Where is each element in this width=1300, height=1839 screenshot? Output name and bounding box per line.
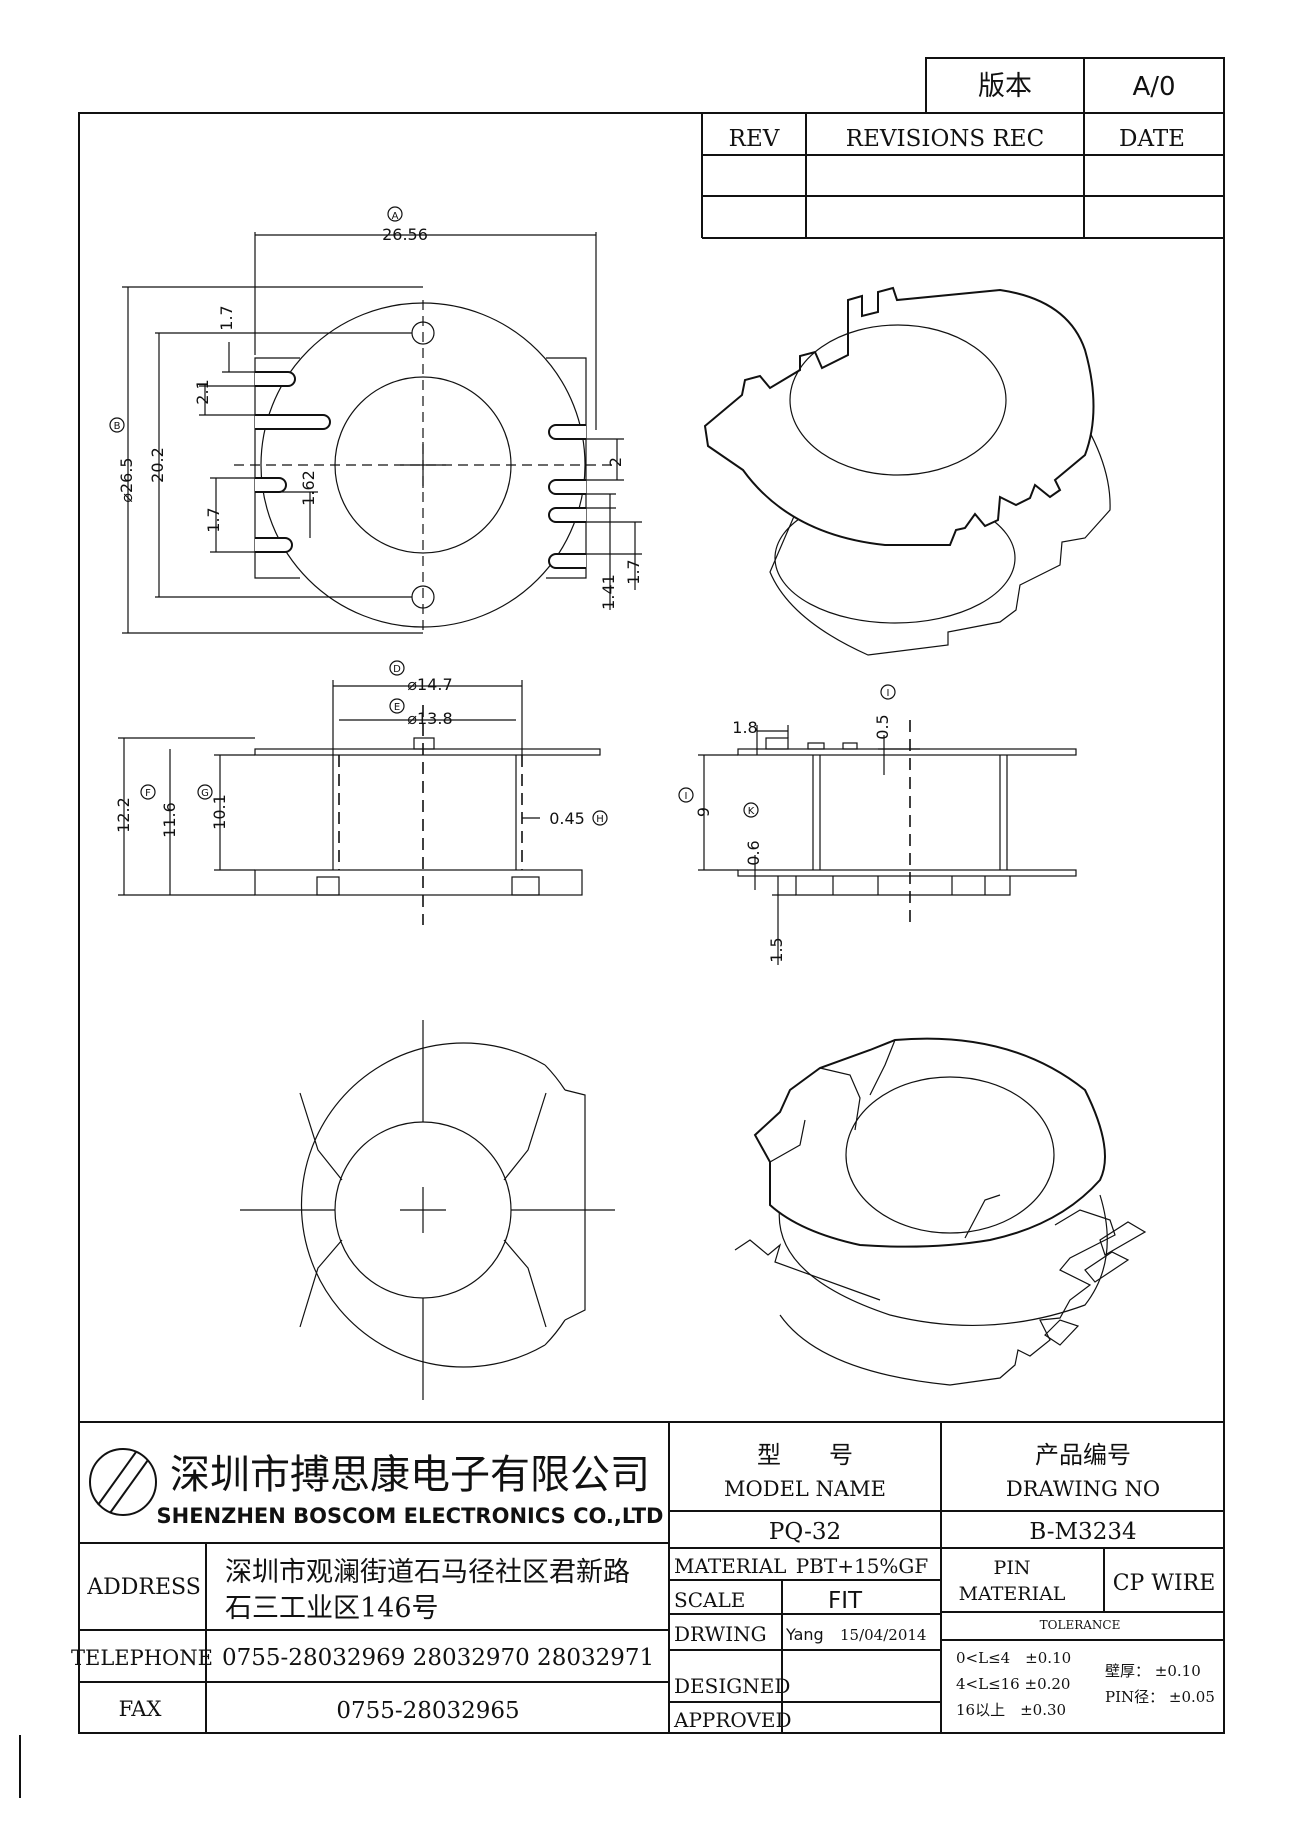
model-label-cn: 型 号 bbox=[757, 1441, 853, 1469]
dim-flange-06: 0.6 bbox=[744, 840, 763, 865]
isometric-view-bottom bbox=[734, 1037, 1147, 1386]
address-line-2: 石三工业区146号 bbox=[225, 1593, 439, 1624]
dim-gap-9: 9 bbox=[694, 807, 713, 817]
dim-slot-3: 1.62 bbox=[299, 470, 318, 506]
scale-label: SCALE bbox=[674, 1588, 745, 1612]
tolerance-pin: PIN径： ±0.05 bbox=[1105, 1688, 1215, 1706]
tolerance-label: TOLERANCE bbox=[1040, 1618, 1121, 1632]
dim-d-diameter: ⌀14.7 bbox=[407, 675, 452, 694]
model-label-en: MODEL NAME bbox=[724, 1477, 886, 1501]
right-slots bbox=[548, 424, 586, 569]
svg-text:K: K bbox=[748, 806, 755, 817]
left-slots bbox=[255, 371, 331, 553]
version-value: A/0 bbox=[1132, 72, 1175, 102]
svg-text:I: I bbox=[887, 688, 890, 699]
revisions-label: REVISIONS REC bbox=[846, 126, 1044, 152]
front-view: D ⌀14.7 E ⌀13.8 0.45 H 12.2 F 11.6 G 10.… bbox=[114, 660, 608, 925]
svg-text:B: B bbox=[114, 421, 121, 432]
dim-h-wall: 0.45 bbox=[549, 809, 585, 828]
dim-right-141: 1.41 bbox=[599, 574, 618, 610]
dim-e-diameter: ⌀13.8 bbox=[407, 709, 452, 728]
address-line-1: 深圳市观澜街道石马径社区君新路 bbox=[225, 1557, 630, 1588]
tolerance-1: 0<L≤4 ±0.10 bbox=[956, 1649, 1071, 1667]
material-label: MATERIAL bbox=[674, 1554, 786, 1578]
drawing-border bbox=[78, 112, 1225, 1734]
dim-b-diameter: ⌀26.5 bbox=[117, 457, 136, 502]
revision-table: 版本 A/0 REV REVISIONS REC DATE bbox=[701, 57, 1225, 239]
rev-label: REV bbox=[729, 126, 780, 152]
dim-a-width: 26.56 bbox=[382, 225, 428, 244]
drwing-label: DRWING bbox=[674, 1622, 767, 1646]
designed-label: DESIGNED bbox=[674, 1674, 790, 1698]
dim-slot-1: 1.7 bbox=[217, 305, 236, 330]
pin-label-2: MATERIAL bbox=[959, 1583, 1066, 1605]
dim-f-height: 12.2 bbox=[114, 797, 133, 833]
tolerance-3: 16以上 ±0.30 bbox=[956, 1701, 1066, 1719]
dim-pin-18: 1.8 bbox=[732, 718, 757, 737]
bottom-view bbox=[240, 1020, 615, 1400]
side-view: 1.8 0.5 I 9 I 0.6 K 1.5 bbox=[678, 684, 1077, 965]
top-view: A 26.56 ⌀26.5 B 20.2 1.7 2.1 1.62 1.7 2 … bbox=[109, 206, 643, 634]
svg-text:I: I bbox=[685, 791, 688, 802]
fax-label: FAX bbox=[119, 1697, 162, 1721]
drawing-value: B-M3234 bbox=[1029, 1519, 1136, 1545]
model-value: PQ-32 bbox=[769, 1519, 841, 1545]
approved-label: APPROVED bbox=[673, 1708, 792, 1732]
drawing-label-en: DRAWING NO bbox=[1006, 1477, 1160, 1501]
dim-pin-05: 0.5 bbox=[873, 714, 892, 739]
telephone-label: TELEPHONE bbox=[71, 1646, 213, 1670]
dim-right-2: 2 bbox=[606, 457, 625, 467]
dim-g-height: 11.6 bbox=[160, 802, 179, 838]
isometric-view-top bbox=[703, 286, 1111, 656]
svg-text:D: D bbox=[393, 664, 401, 675]
date-label: DATE bbox=[1119, 126, 1185, 152]
fax-value: 0755-28032965 bbox=[336, 1698, 519, 1724]
svg-text:E: E bbox=[394, 702, 400, 713]
dim-slot-2: 2.1 bbox=[193, 379, 212, 404]
drwing-date: 15/04/2014 bbox=[840, 1626, 926, 1644]
dim-c-height: 10.1 bbox=[210, 794, 229, 830]
drawing-label-cn: 产品编号 bbox=[1035, 1441, 1131, 1469]
dim-right-17: 1.7 bbox=[624, 559, 643, 584]
title-block: 深圳市搏思康电子有限公司 SHENZHEN BOSCOM ELECTRONICS… bbox=[71, 1421, 1224, 1733]
pin-label-1: PIN bbox=[994, 1557, 1031, 1579]
svg-text:A: A bbox=[392, 211, 399, 222]
company-name-cn: 深圳市搏思康电子有限公司 bbox=[170, 1452, 650, 1498]
svg-text:F: F bbox=[145, 788, 151, 799]
svg-text:G: G bbox=[201, 788, 209, 799]
dim-hole-spacing: 20.2 bbox=[148, 447, 167, 483]
material-value: PBT+15%GF bbox=[796, 1554, 929, 1578]
dim-pin-15: 1.5 bbox=[767, 937, 786, 962]
dim-slot-4: 1.7 bbox=[204, 507, 223, 532]
address-label: ADDRESS bbox=[86, 1575, 201, 1600]
scale-value: FIT bbox=[828, 1588, 863, 1614]
tolerance-2: 4<L≤16 ±0.20 bbox=[956, 1675, 1070, 1693]
company-name-en: SHENZHEN BOSCOM ELECTRONICS CO.,LTD bbox=[157, 1504, 664, 1528]
tolerance-wall: 壁厚： ±0.10 bbox=[1105, 1662, 1201, 1680]
drwing-name: Yang bbox=[785, 1625, 824, 1644]
pin-value: CP WIRE bbox=[1113, 1571, 1216, 1596]
version-label: 版本 bbox=[978, 71, 1032, 102]
svg-text:H: H bbox=[596, 814, 604, 825]
company-logo bbox=[89, 1448, 157, 1516]
telephone-value: 0755-28032969 28032970 28032971 bbox=[222, 1645, 654, 1671]
